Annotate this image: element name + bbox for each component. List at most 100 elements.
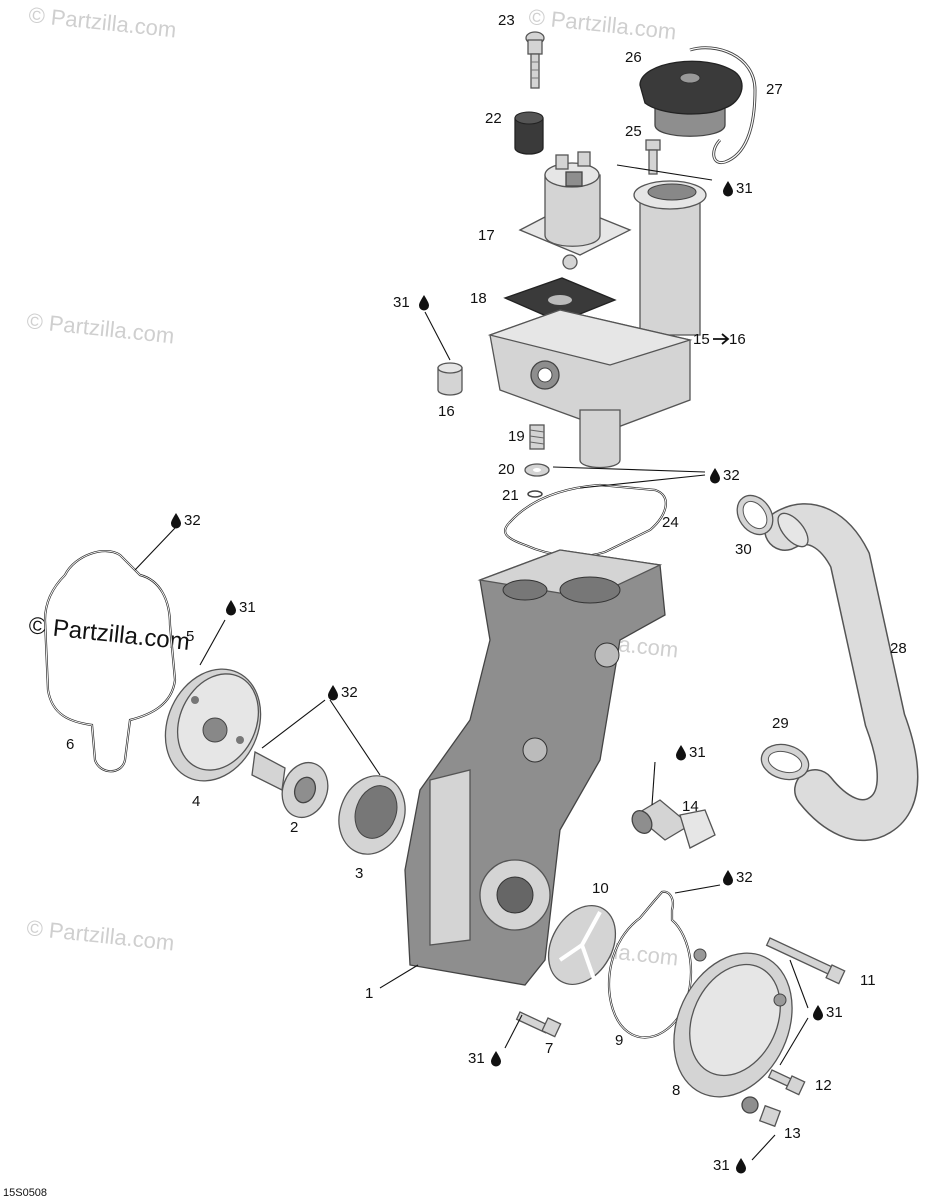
watermark: © Partzilla.com xyxy=(25,915,175,955)
part-27-tether-cable xyxy=(689,46,757,165)
callout-30: 30 xyxy=(735,541,752,558)
callout-5: 5 xyxy=(186,628,194,645)
callout-17: 17 xyxy=(478,227,495,244)
lubricant-number: 31 xyxy=(468,1050,485,1067)
lubricant-number: 32 xyxy=(341,684,358,701)
part-4-cover-plate xyxy=(164,668,262,782)
oil-drop-icon xyxy=(676,745,686,761)
lubricant-ref-31: 31 xyxy=(468,1050,501,1067)
callout-14: 14 xyxy=(682,798,699,815)
callout-28: 28 xyxy=(890,640,907,657)
callout-13: 13 xyxy=(784,1125,801,1142)
lubricant-ref-31: 31 xyxy=(723,180,753,197)
watermark-prominent: © Partzilla.com xyxy=(27,612,191,656)
supersession-note: 15 16 xyxy=(693,331,746,348)
callout-15: 15 xyxy=(693,331,710,348)
part-3-outer-rotor xyxy=(338,775,406,855)
callout-6: 6 xyxy=(66,736,74,753)
lubricant-number: 31 xyxy=(826,1004,843,1021)
lubricant-number: 31 xyxy=(393,294,410,311)
callout-27: 27 xyxy=(766,81,783,98)
part-7-bolt xyxy=(515,1011,562,1038)
oil-drop-icon xyxy=(491,1051,501,1067)
callout-16: 16 xyxy=(438,403,455,420)
callout-23: 23 xyxy=(498,12,515,29)
lubricant-ref-32: 32 xyxy=(171,512,201,529)
lubricant-ref-31: 31 xyxy=(226,599,256,616)
lubricant-ref-31: 31 xyxy=(676,744,706,761)
callout-22: 22 xyxy=(485,110,502,127)
lubricant-number: 31 xyxy=(689,744,706,761)
part-22-sleeve xyxy=(514,111,544,155)
lubricant-ref-32: 32 xyxy=(710,467,740,484)
callout-26: 26 xyxy=(625,49,642,66)
part-19-spring xyxy=(529,424,545,450)
watermark: © Partzilla.com xyxy=(527,4,677,44)
callout-2: 2 xyxy=(290,819,298,836)
callout-3: 3 xyxy=(355,865,363,882)
part-14-elbow-fitting xyxy=(631,799,716,849)
part-12-bolt xyxy=(767,1069,806,1096)
lubricant-number: 32 xyxy=(184,512,201,529)
part-17-solenoid xyxy=(518,151,632,270)
callout-21: 21 xyxy=(502,487,519,504)
callout-9: 9 xyxy=(615,1032,623,1049)
part-2-inner-rotor xyxy=(251,750,329,819)
oil-drop-icon xyxy=(736,1158,746,1174)
part-20-washer xyxy=(524,463,550,477)
part-callouts: 23 26 27 22 25 17 18 15 16 16 19 20 21 2… xyxy=(66,12,907,1142)
lubricant-ref-32: 32 xyxy=(723,869,753,886)
callout-8: 8 xyxy=(672,1082,680,1099)
part-16-bushing xyxy=(437,362,463,396)
leader-lines xyxy=(134,164,809,1161)
lubricant-ref-31: 31 xyxy=(813,1004,843,1021)
oil-drop-icon xyxy=(710,468,720,484)
part-1-pump-housing xyxy=(404,549,666,986)
part-18-gasket xyxy=(503,277,617,323)
callout-1: 1 xyxy=(365,985,373,1002)
part-10-strainer xyxy=(547,905,617,985)
part-15-valve-housing xyxy=(487,180,707,469)
diagram-reference-code: 15S0508 xyxy=(3,1187,47,1199)
part-24-gasket xyxy=(503,483,667,558)
lubricant-number: 32 xyxy=(736,869,753,886)
oil-drop-icon xyxy=(419,295,429,311)
part-30-clamp xyxy=(736,494,774,536)
part-25-screw xyxy=(645,139,661,175)
part-23-valve-stem xyxy=(525,31,545,89)
oil-drop-icon xyxy=(723,181,733,197)
part-21-clip xyxy=(527,490,543,498)
callout-10: 10 xyxy=(592,880,609,897)
lubricant-ref-32: 32 xyxy=(328,684,358,701)
part-26-filler-cap xyxy=(639,60,743,137)
part-28-hose xyxy=(764,503,919,842)
callout-4: 4 xyxy=(192,793,200,810)
watermark: © Partzilla.com xyxy=(25,308,175,348)
lubricant-number: 31 xyxy=(713,1157,730,1174)
part-8-pump-cover xyxy=(673,948,793,1114)
part-29-clamp xyxy=(760,743,810,781)
lubricant-number: 31 xyxy=(239,599,256,616)
callout-24: 24 xyxy=(662,514,679,531)
oil-drop-icon xyxy=(813,1005,823,1021)
part-13-nut xyxy=(758,1104,782,1128)
callout-25: 25 xyxy=(625,123,642,140)
lubricant-ref-31: 31 xyxy=(393,294,429,311)
oil-drop-icon xyxy=(723,870,733,886)
part-11-bolt xyxy=(765,937,846,985)
watermark: © Partzilla.com xyxy=(27,2,177,42)
callout-19: 19 xyxy=(508,428,525,445)
right-arrow-icon xyxy=(713,333,730,345)
callout-29: 29 xyxy=(772,715,789,732)
callout-18: 18 xyxy=(470,290,487,307)
callout-20: 20 xyxy=(498,461,515,478)
callout-11: 11 xyxy=(860,972,876,989)
callout-7: 7 xyxy=(545,1040,553,1057)
callout-12: 12 xyxy=(815,1077,832,1094)
lubricant-number: 32 xyxy=(723,467,740,484)
lubricant-number: 31 xyxy=(736,180,753,197)
lubricant-ref-31: 31 xyxy=(713,1157,746,1174)
callout-15-replacement: 16 xyxy=(729,331,746,348)
oil-drop-icon xyxy=(328,685,338,701)
